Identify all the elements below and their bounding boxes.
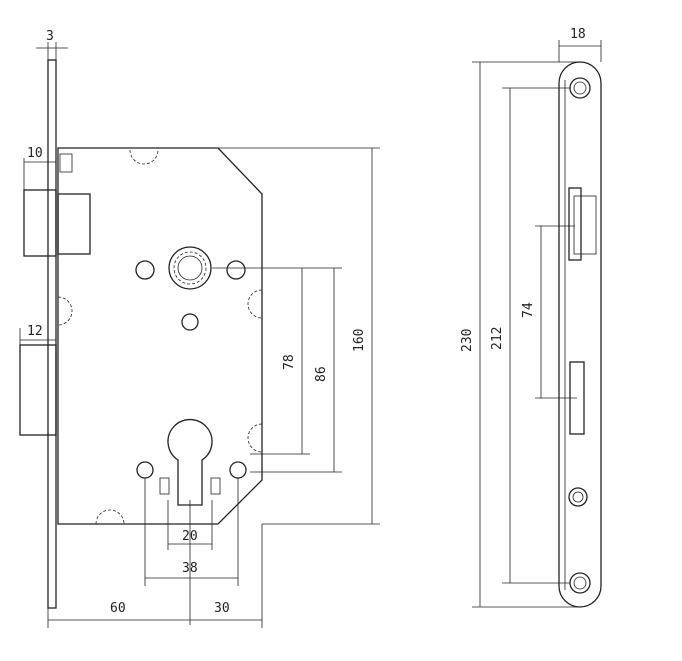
forend-screw-middle: [568, 487, 588, 507]
dim-cylinder-center: 20: [182, 529, 198, 544]
dim-hole-spacing: 38: [182, 561, 198, 576]
mount-mark-back-lower: [247, 423, 263, 453]
latch-slot: [568, 187, 582, 261]
screw-hole-middle: [181, 313, 199, 331]
forend-screw-bottom: [569, 572, 591, 594]
dim-forend-screw-spacing: 212: [490, 327, 505, 350]
dim-case-height: 160: [352, 329, 367, 352]
mount-mark-top: [129, 149, 159, 165]
dim-case-depth-right: 30: [214, 601, 230, 616]
mount-mark-bottom: [95, 509, 125, 525]
mount-mark-front: [57, 296, 73, 326]
lock-case: [57, 147, 263, 525]
dim-backset: 60: [110, 601, 126, 616]
screw-hole-lower-right: [229, 461, 247, 479]
dim-spindle-to-lower-hole: 86: [314, 366, 329, 382]
forend-screw-top: [569, 77, 591, 99]
faceplate: [47, 59, 57, 609]
dead-bolt: [19, 344, 57, 436]
cylinder-cutout: [167, 418, 213, 506]
dim-forend-length: 230: [460, 329, 475, 352]
dim-forend-width: 18: [570, 27, 586, 42]
lock-side-view: 3 10 12 60 30 20 38 78 86: [19, 29, 380, 628]
mount-mark-back-upper: [247, 289, 263, 319]
dim-latch-projection: 10: [27, 146, 43, 161]
latch-tail: [57, 193, 91, 255]
forend-front-view: 18 230 212 74: [460, 27, 602, 608]
dim-latch-to-bolt: 74: [521, 302, 536, 318]
dim-spindle-to-cylinder: 78: [282, 354, 297, 370]
latch-stop: [59, 153, 73, 173]
dim-bolt-projection: 12: [27, 324, 43, 339]
dim-faceplate-thickness: 3: [46, 29, 54, 44]
latch-bolt: [23, 189, 57, 257]
screw-hole-upper-left: [135, 260, 155, 280]
spindle-follower: [168, 246, 212, 290]
screw-hole-upper-right: [226, 260, 246, 280]
screw-hole-lower-left: [136, 461, 154, 479]
